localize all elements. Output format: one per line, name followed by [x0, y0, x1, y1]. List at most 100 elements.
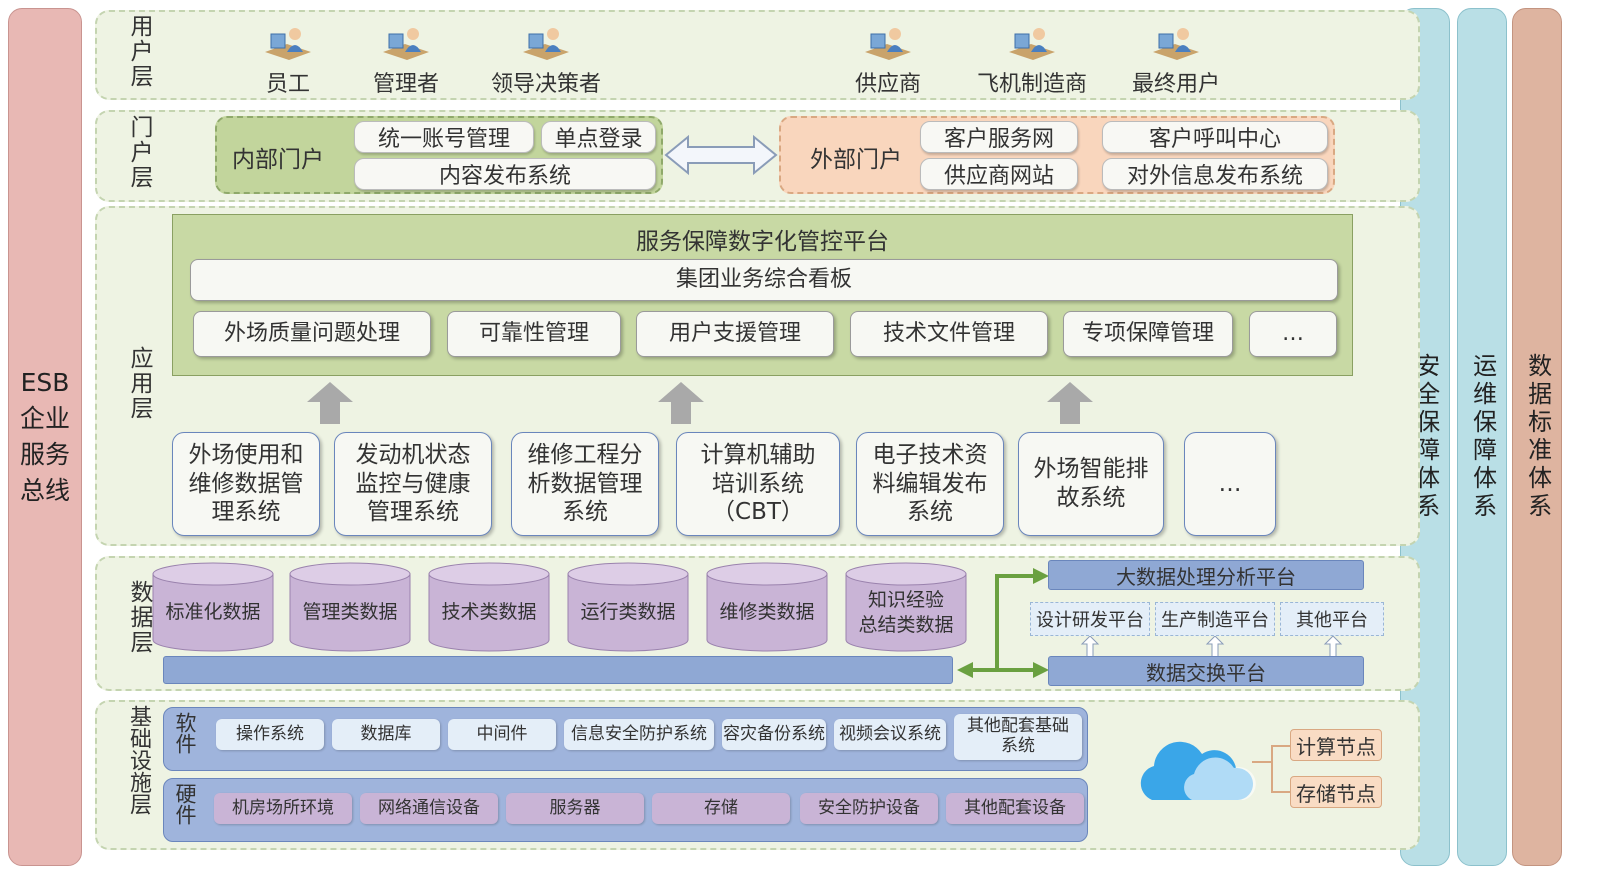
external-publish-item: 对外信息发布系统: [1102, 158, 1328, 190]
db-label-line: 技术类数据: [441, 601, 537, 623]
portal-layer-label: 门户层: [126, 115, 152, 190]
software-middleware: 中间件: [448, 719, 556, 750]
hardware-other: 其他配套设备: [946, 793, 1084, 824]
bigdata-platform: 大数据处理分析平台: [1048, 560, 1364, 590]
standards-label: 数据标准体系: [1523, 353, 1552, 521]
system-e-docs: 电子技术资料编辑发布系统: [856, 432, 1004, 536]
system-label-line: 系统: [907, 499, 953, 526]
module-tech-docs: 技术文件管理: [850, 311, 1048, 357]
db-label: 维修类数据: [706, 600, 828, 625]
exchange-platform: 数据交换平台: [1048, 656, 1364, 686]
db-label-line: 管理类数据: [302, 601, 398, 623]
database-cylinder-icon: [845, 562, 967, 652]
system-label-line: 故系统: [1056, 485, 1126, 511]
system-label-line: （CBT）: [712, 499, 804, 526]
system-label-line: 发动机状态: [355, 441, 471, 468]
system-label-line: 监控与健康: [355, 470, 471, 497]
standards-bar: 数据标准体系: [1512, 8, 1562, 866]
esb-label: ESB 企业 服务 总线: [20, 365, 70, 510]
user-label: 领导决策者: [490, 72, 601, 97]
compute-node: 计算节点: [1290, 729, 1382, 761]
software-os: 操作系统: [216, 719, 324, 750]
db-operation: 运行类数据: [567, 562, 689, 652]
user-label: 飞机制造商: [976, 72, 1087, 97]
software-items: 操作系统 数据库 中间件 信息安全防护系统 容灾备份系统 视频会议系统 其他配套…: [208, 712, 1086, 766]
sso-item: 单点登录: [541, 121, 656, 153]
person-at-computer-icon: [1009, 28, 1055, 60]
system-label-line: 析数据管理: [527, 470, 643, 497]
ops-label: 运维保障体系: [1468, 353, 1497, 521]
db-label: 知识经验总结类数据: [845, 588, 967, 637]
system-label-line: 理系统: [211, 499, 281, 526]
infra-layer-label: 基础设施层: [126, 705, 151, 815]
hardware-items: 机房场所环境 网络通信设备 服务器 存储 安全防护设备 其他配套设备: [208, 786, 1086, 840]
user-label: 供应商: [854, 72, 921, 97]
module-reliability: 可靠性管理: [447, 311, 621, 357]
other-platform: 其他平台: [1280, 602, 1384, 636]
software-video: 视频会议系统: [834, 719, 946, 750]
db-management: 管理类数据: [289, 562, 411, 652]
content-publish-item: 内容发布系统: [354, 158, 656, 190]
hardware-security: 安全防护设备: [800, 793, 938, 824]
esb-label-line: 服务: [19, 440, 70, 469]
database-cylinder-icon: [152, 562, 274, 652]
service-platform-title: 服务保障数字化管控平台: [636, 229, 889, 255]
system-cbt: 计算机辅助培训系统（CBT）: [676, 432, 840, 536]
hardware-server: 服务器: [506, 793, 644, 824]
system-more: …: [1184, 432, 1276, 536]
esb-label-line: 总线: [19, 476, 70, 506]
software-backup: 容灾备份系统: [722, 719, 826, 750]
cloud-icon: [1140, 741, 1256, 800]
db-technical: 技术类数据: [428, 562, 550, 652]
unified-account-item: 统一账号管理: [354, 121, 534, 153]
database-cylinder-icon: [428, 562, 550, 652]
db-label-line: 维修类数据: [719, 601, 815, 623]
user-supplier: 供应商: [808, 24, 968, 98]
db-label: 运行类数据: [567, 600, 689, 625]
db-label-line: 运行类数据: [580, 601, 676, 623]
person-at-computer-icon: [523, 28, 569, 60]
db-label: 管理类数据: [289, 600, 411, 625]
data-bus-bar: [163, 656, 953, 684]
up-arrow-icon: [307, 382, 353, 424]
system-label-line: 外场使用和: [188, 441, 304, 468]
system-engine-health: 发动机状态监控与健康管理系统: [334, 432, 492, 536]
system-label-line: 电子技术资: [872, 441, 988, 468]
call-center-item: 客户呼叫中心: [1102, 121, 1328, 153]
user-label: 管理者: [372, 72, 439, 97]
esb-bar: ESB 企业 服务 总线: [8, 8, 82, 866]
module-quality: 外场质量问题处理: [193, 311, 431, 357]
system-label-line: 计算机辅助: [700, 441, 816, 468]
system-troubleshooting: 外场智能排故系统: [1018, 432, 1164, 536]
database-cylinder-icon: [289, 562, 411, 652]
esb-label-line: ESB: [20, 367, 70, 397]
user-label: 员工: [265, 72, 310, 97]
group-dashboard: 集团业务综合看板: [190, 259, 1338, 301]
system-label-line: …: [1218, 470, 1242, 497]
db-label-line: 知识经验: [867, 589, 944, 611]
system-maintenance-engineering: 维修工程分析数据管理系统: [511, 432, 659, 536]
hardware-storage: 存储: [652, 793, 790, 824]
up-arrow-icon: [658, 382, 704, 424]
module-user-support: 用户支援管理: [636, 311, 834, 357]
module-more: …: [1249, 311, 1337, 357]
person-at-computer-icon: [1153, 28, 1199, 60]
user-manager: 管理者: [326, 24, 486, 98]
cloud-connector: [1252, 745, 1290, 793]
software-database: 数据库: [332, 719, 440, 750]
esb-label-line: 企业: [19, 403, 70, 433]
data-layer-label: 数据层: [126, 580, 152, 655]
supplier-site-item: 供应商网站: [920, 158, 1078, 190]
user-layer-label: 用户层: [126, 14, 152, 89]
manufacturing-platform: 生产制造平台: [1155, 602, 1275, 636]
user-layer: [95, 10, 1420, 100]
db-label-line: 总结类数据: [858, 613, 954, 636]
system-label-line: 系统: [562, 499, 608, 526]
user-aircraft-maker: 飞机制造商: [952, 24, 1112, 98]
db-maintenance: 维修类数据: [706, 562, 828, 652]
double-arrow-icon: [664, 134, 778, 176]
app-layer-label: 应用层: [126, 346, 152, 421]
software-security: 信息安全防护系统: [564, 719, 714, 750]
hardware-room: 机房场所环境: [214, 793, 352, 824]
internal-portal-title: 内部门户: [232, 147, 324, 173]
